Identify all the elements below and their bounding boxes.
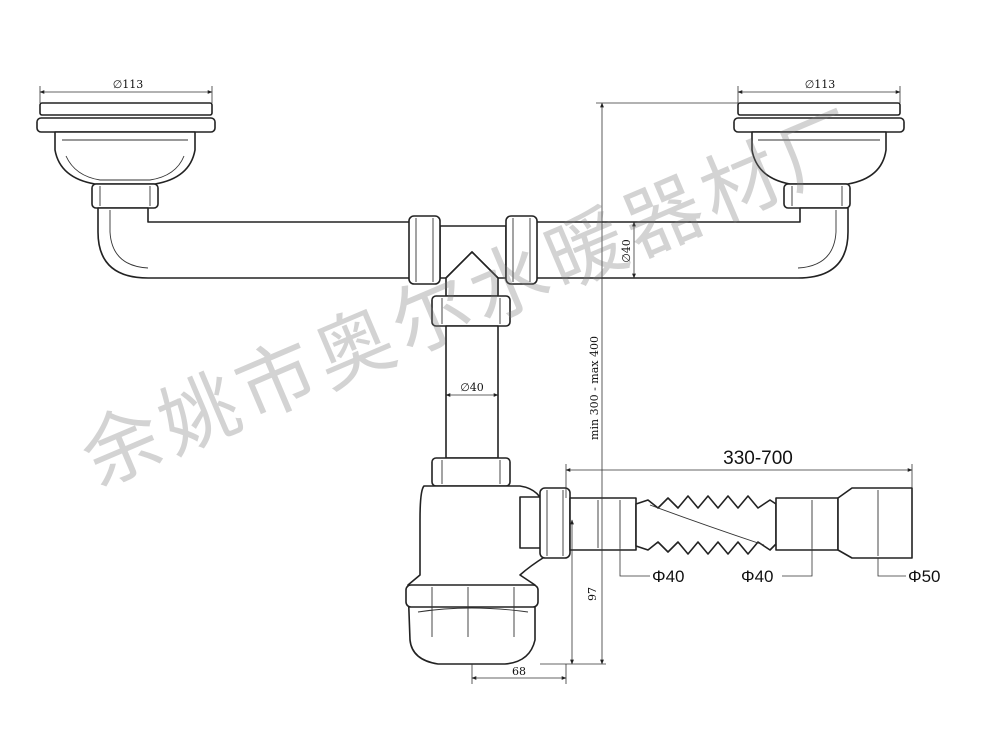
hose-outlet-diameter-label: Φ50	[908, 567, 940, 586]
hose-middle-diameter-label: Φ40	[741, 567, 773, 586]
flexible-hose	[539, 487, 913, 559]
bottle-trap	[405, 485, 549, 665]
right-sink-strainer	[733, 102, 905, 209]
left-strainer-diameter-label: ∅113	[113, 78, 144, 91]
left-sink-strainer	[36, 102, 216, 209]
height-range-label: min 300 - max 400	[588, 336, 601, 440]
vertical-pipe-diameter-label: ∅40	[460, 381, 484, 394]
vertical-pipe	[431, 295, 511, 487]
hose-inlet-diameter-label: Φ40	[652, 567, 684, 586]
right-strainer-diameter-label: ∅113	[805, 78, 836, 91]
trap-offset-label: 68	[512, 665, 526, 678]
trap-height-label: 97	[586, 587, 599, 601]
dimension-lines	[39, 86, 913, 684]
hose-length-label: 330-700	[723, 448, 793, 469]
horizontal-connecting-pipe	[97, 207, 849, 279]
t-junction	[408, 215, 538, 297]
horizontal-pipe-diameter-label: ∅40	[620, 239, 633, 263]
